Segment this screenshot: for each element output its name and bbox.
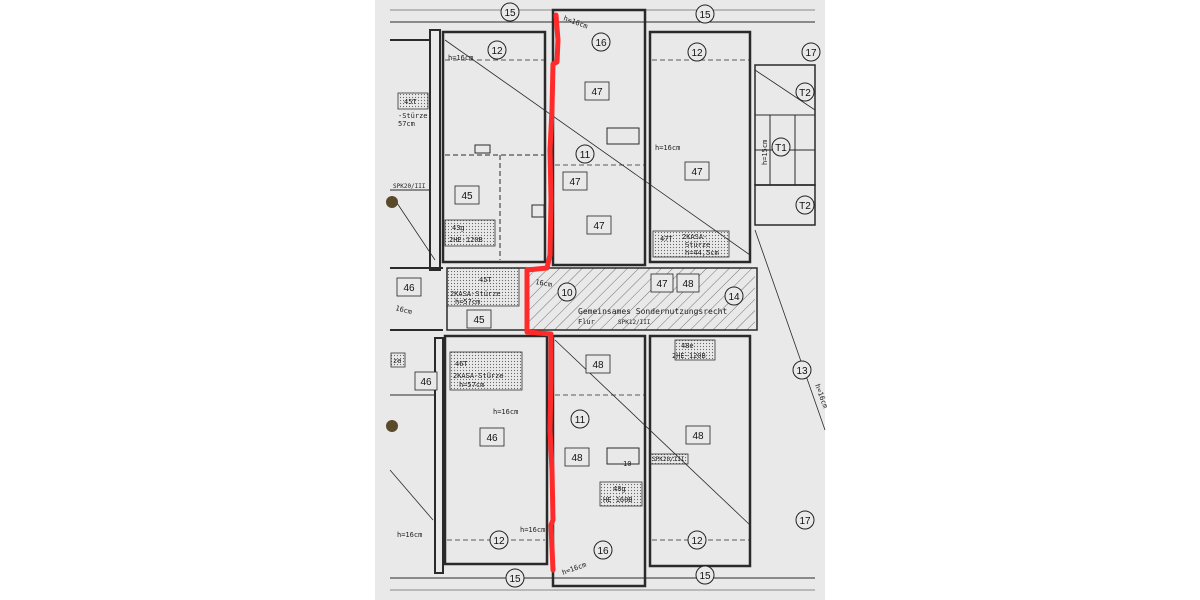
text-sturze: -Stürze bbox=[398, 112, 428, 120]
marker-13: 13 bbox=[796, 366, 808, 377]
unit-48: 48 bbox=[592, 360, 604, 371]
text-57cm: 57cm bbox=[398, 120, 415, 128]
unit-46: 46 bbox=[403, 283, 415, 294]
text-gemeinsames: Gemeinsames Sondernutzungsrecht bbox=[578, 307, 727, 316]
text-h57: h=57cm bbox=[459, 381, 484, 389]
marker-17: 17 bbox=[799, 516, 811, 527]
marker-17: 17 bbox=[805, 48, 817, 59]
marker-11: 11 bbox=[580, 150, 591, 161]
text-sturze: Stürze bbox=[685, 241, 710, 249]
dim-h15: h=15cm bbox=[761, 140, 769, 165]
unit-47: 47 bbox=[591, 87, 603, 98]
text-2kasa-sturze: 2KASA-Stürze bbox=[450, 290, 501, 298]
walls bbox=[389, 8, 826, 591]
marker-12: 12 bbox=[691, 48, 703, 59]
text-spk20: SPK20/III bbox=[393, 183, 426, 190]
dim-16cm: 16cm bbox=[535, 278, 553, 289]
text-he160b: HE-160B bbox=[603, 496, 633, 504]
marker-12: 12 bbox=[493, 536, 505, 547]
unit-47: 47 bbox=[593, 221, 605, 232]
tag-45t: 45T bbox=[479, 276, 492, 284]
unit-48: 48 bbox=[682, 279, 694, 290]
dim-h16: h=16cm bbox=[655, 144, 680, 152]
unit-45: 45 bbox=[473, 315, 485, 326]
marker-15: 15 bbox=[509, 574, 521, 585]
dim-h16: h=16cm bbox=[520, 526, 545, 534]
text-2he120b: 2HE-120B bbox=[449, 236, 483, 244]
unit-47: 47 bbox=[691, 167, 703, 178]
unit-47: 47 bbox=[656, 279, 668, 290]
circle-marker-texts: 15 15 15 15 12 12 12 12 16 16 17 17 11 1… bbox=[491, 8, 817, 585]
text-h57: h=57cm bbox=[455, 298, 480, 306]
text-flur: Flur bbox=[578, 318, 595, 326]
unit-47: 47 bbox=[569, 177, 581, 188]
text-ze: ze bbox=[393, 357, 401, 365]
binder-hole bbox=[386, 420, 398, 432]
tag-43g: 43g bbox=[452, 224, 465, 232]
marker-16: 16 bbox=[597, 546, 609, 557]
floor-plan-drawing: 15 15 15 15 12 12 12 12 16 16 17 17 11 1… bbox=[375, 0, 829, 600]
dotted-label-boxes bbox=[390, 92, 730, 507]
red-boundary-line bbox=[524, 12, 561, 573]
text-10: 10 bbox=[623, 460, 631, 468]
unit-46: 46 bbox=[420, 377, 432, 388]
tag-48e: 48e bbox=[681, 342, 694, 350]
tag-47t: 47T bbox=[660, 235, 673, 243]
text-2kasa: 2KASA- bbox=[682, 233, 707, 241]
marker-15: 15 bbox=[699, 10, 711, 21]
unit-46: 46 bbox=[486, 433, 498, 444]
marker-15: 15 bbox=[699, 571, 711, 582]
marker-14: 14 bbox=[728, 292, 740, 303]
text-h44: h=44,5cm bbox=[685, 249, 719, 257]
marker-t1: T1 bbox=[775, 143, 787, 154]
binder-hole bbox=[386, 196, 398, 208]
tag-46t: 46T bbox=[455, 360, 468, 368]
text-spk20: SPK20/III bbox=[652, 456, 685, 463]
marker-t2: T2 bbox=[799, 88, 811, 99]
marker-15: 15 bbox=[504, 8, 516, 19]
marker-10: 10 bbox=[561, 288, 573, 299]
unit-numbers: 47 47 47 47 47 45 45 46 46 46 48 48 48 4… bbox=[403, 87, 704, 464]
unit-boxes bbox=[396, 81, 711, 467]
text-spk12: SPK12/III bbox=[618, 319, 651, 326]
unit-48: 48 bbox=[692, 431, 704, 442]
dim-h16: h=16cm bbox=[397, 531, 422, 539]
tag-45t: 45T bbox=[404, 98, 417, 106]
circle-markers bbox=[487, 2, 821, 588]
dim-h16: h=16cm bbox=[493, 408, 518, 416]
unit-45: 45 bbox=[461, 191, 473, 202]
marker-t2: T2 bbox=[799, 201, 811, 212]
text-2kasa-sturze: 2KASA-Stürze bbox=[453, 372, 504, 380]
marker-12: 12 bbox=[691, 536, 703, 547]
marker-11: 11 bbox=[575, 415, 586, 426]
dim-h16: h=16cm bbox=[448, 54, 473, 62]
marker-16: 16 bbox=[595, 38, 607, 49]
text-2he120b: 2HE-120B bbox=[672, 352, 706, 360]
unit-48: 48 bbox=[571, 453, 583, 464]
tag-48g: 48g bbox=[613, 485, 626, 493]
marker-12: 12 bbox=[491, 46, 503, 57]
